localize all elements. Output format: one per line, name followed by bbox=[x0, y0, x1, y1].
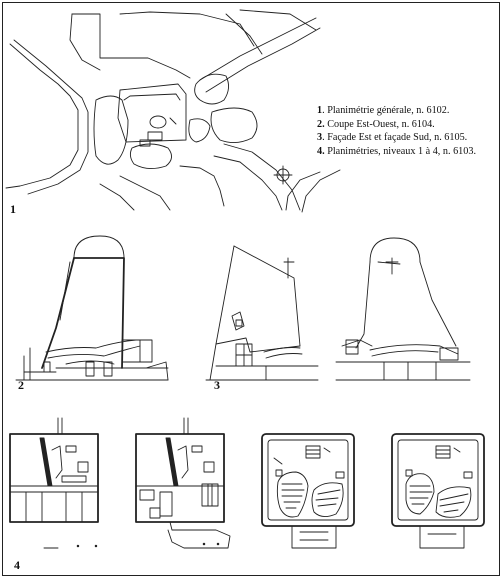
legend-item-3: 3. Façade Est et façade Sud, n. 6105. bbox=[317, 132, 468, 144]
page-frame bbox=[2, 2, 500, 576]
site-plan bbox=[5, 9, 341, 213]
facade-east bbox=[205, 245, 319, 381]
plan-level-3 bbox=[261, 433, 355, 549]
figure-number-3: 3 bbox=[214, 378, 220, 392]
legend-item-1: 1. Planimétrie générale, n. 6102. bbox=[317, 105, 450, 116]
plan-level-1 bbox=[9, 417, 99, 549]
facade-south bbox=[335, 237, 471, 381]
plan-level-4 bbox=[391, 433, 485, 549]
legend: 1. Planimétrie générale, n. 6102. 2. Cou… bbox=[317, 104, 476, 158]
legend-item-4: 4. Planimétries, niveaux 1 à 4, n. 6103. bbox=[317, 145, 477, 157]
figure-number-2: 2 bbox=[18, 378, 24, 392]
figure-number-1: 1 bbox=[10, 202, 16, 216]
section-east-west bbox=[15, 235, 169, 381]
legend-item-2: 2. Coupe Est-Ouest, n. 6104. bbox=[317, 118, 435, 130]
figure-number-4: 4 bbox=[14, 558, 20, 572]
plan-level-2 bbox=[135, 417, 231, 549]
